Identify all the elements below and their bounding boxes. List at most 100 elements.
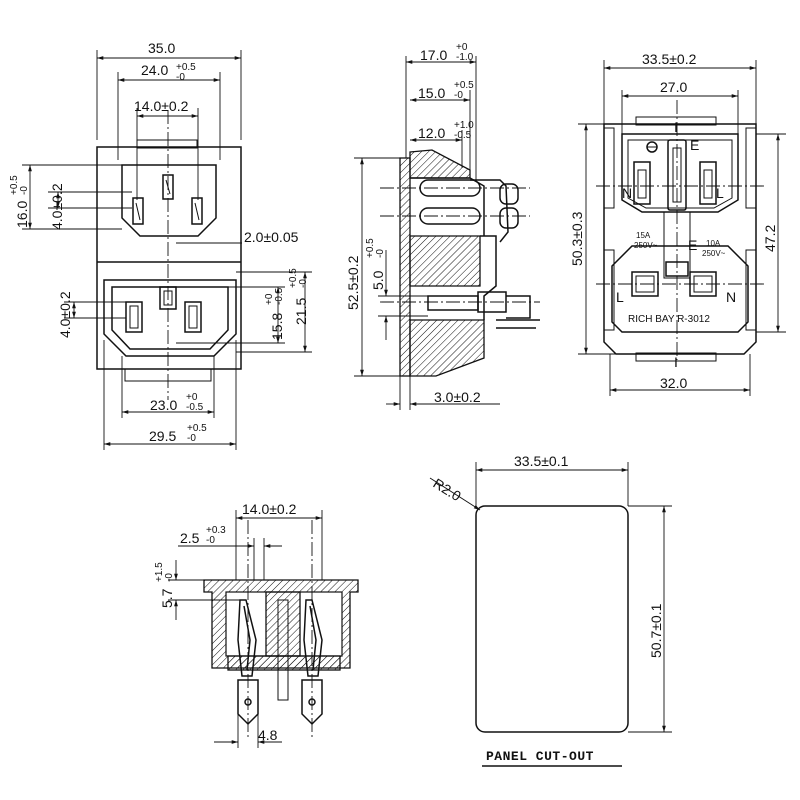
side-body-mid <box>409 235 481 287</box>
tol-upper: +0.5 <box>9 175 20 195</box>
rear-n-terminal-core <box>637 169 647 199</box>
tol-lower: -0 <box>176 72 185 83</box>
label-n-bot: N <box>726 289 736 305</box>
lower-left-pin-core <box>129 305 139 329</box>
front-body-outline <box>96 146 242 370</box>
section-view: 14.0±0.2 2.5 +0.3 -0 5.7 +1.5 -0 4.8 <box>154 501 359 748</box>
label-250v-left: 250V~ <box>634 241 658 250</box>
section-center-wall <box>265 591 301 657</box>
slot-hatch <box>194 202 200 221</box>
section-base <box>227 655 341 671</box>
dim-cutout-radius: R2.0 <box>430 475 464 504</box>
tol-upper: +0 <box>456 42 468 53</box>
lower-left-pin <box>125 301 143 333</box>
tol-lower: -0 <box>298 279 309 288</box>
tol-upper: +0.5 <box>365 238 376 258</box>
dim-depth3: 12.0 <box>418 125 445 141</box>
label-e-bot: E <box>688 237 697 253</box>
tol-lower: -0.5 <box>454 130 472 141</box>
rear-upper-socket-inner <box>627 139 733 209</box>
dim-lower-w2: 29.5 <box>149 428 176 444</box>
label-l-bot: L <box>616 289 624 305</box>
rear-top-tab <box>635 116 717 126</box>
dim-pin-thickness: 2.0±0.05 <box>244 229 299 245</box>
lower-pin-side <box>427 295 479 311</box>
panel-cutout-caption: PANEL CUT-OUT <box>486 749 594 764</box>
tol-lower: -0 <box>164 573 175 582</box>
dim-depth2: 15.0 <box>418 85 445 101</box>
dim-section-offset: 2.5 <box>180 530 200 546</box>
upper-terminal-head <box>499 207 519 229</box>
dim-cutout-width: 33.5±0.1 <box>514 453 569 469</box>
tol-upper: +0 <box>264 293 275 305</box>
lower-right-pin <box>184 301 202 333</box>
dim-lower-h1: 15.8 <box>269 313 285 340</box>
cutout-rectangle <box>475 505 629 733</box>
rear-bottom-tab <box>635 352 717 362</box>
side-body-outline <box>480 235 497 320</box>
lower-right-pin-core <box>188 305 198 329</box>
dim-depth1: 17.0 <box>420 47 447 63</box>
dim-flange: 3.0±0.2 <box>434 389 481 405</box>
dim-rear-inner-width: 27.0 <box>660 79 687 95</box>
lower-inlet-inner <box>111 286 229 350</box>
dim-section-height: 5.7 <box>159 588 175 608</box>
label-250v-right: 250V~ <box>702 249 726 258</box>
dim-small: 5.0 <box>370 270 386 290</box>
tol-upper: +0.3 <box>206 525 226 536</box>
tol-upper: +0.5 <box>176 62 196 73</box>
tol-upper: +1.5 <box>154 562 165 582</box>
side-view: 17.0 +0 -1.0 15.0 +0.5 -0 12.0 +1.0 -0.5… <box>345 42 540 410</box>
label-n-top: N <box>622 185 632 201</box>
dim-section-terminal: 4.8 <box>258 727 278 743</box>
tol-lower: -0 <box>375 249 386 258</box>
tol-lower: -0 <box>206 535 215 546</box>
upper-terminal-head <box>499 183 519 205</box>
upper-right-slot <box>191 197 203 225</box>
tol-lower: -0 <box>19 186 30 195</box>
label-e-top: E <box>690 137 699 153</box>
brand-label: RICH BAY R-3012 <box>628 314 710 325</box>
left-contact <box>237 599 257 677</box>
radius-leader <box>429 477 481 511</box>
dim-width-total: 35.0 <box>148 40 175 56</box>
dim-section-pin-spacing: 14.0±0.2 <box>242 501 297 517</box>
dim-rear-height-total: 50.3±0.3 <box>569 211 585 266</box>
upper-terminal <box>470 179 509 243</box>
center-pin <box>277 599 289 701</box>
rear-side-clip-right <box>745 249 757 331</box>
label-15a: 15A <box>636 231 651 240</box>
rear-side-clip-left <box>603 249 615 331</box>
right-terminal-tab <box>301 679 323 726</box>
label-l-top: L <box>716 185 724 201</box>
rear-view: E N L E 15A 250V~ 10A 250V~ L N RICH BAY… <box>569 51 786 396</box>
label-10a: 10A <box>706 239 721 248</box>
lower-terminal <box>506 295 531 319</box>
dim-left-pin: 4.0±0.2 <box>49 183 65 230</box>
dim-left-height: 16.0 <box>14 201 30 228</box>
upper-socket-face <box>121 164 217 237</box>
tol-lower: -0 <box>454 90 463 101</box>
slot-hatch <box>135 202 141 221</box>
upper-left-slot <box>132 197 144 225</box>
dim-pin-spacing: 14.0±0.2 <box>134 98 189 114</box>
dim-rear-height-right: 47.2 <box>762 225 778 252</box>
rear-l-terminal-core <box>703 169 713 199</box>
tol-lower: -0.5 <box>274 287 285 305</box>
tol-upper: +0.5 <box>187 423 207 434</box>
side-body-top <box>409 149 471 179</box>
tol-lower: -0.5 <box>186 402 204 413</box>
side-flange <box>399 157 411 377</box>
dim-rear-bottom-width: 32.0 <box>660 375 687 391</box>
center-mark-bot: I <box>674 354 678 370</box>
side-body-bottom <box>409 319 485 377</box>
tol-lower: -0 <box>187 433 196 444</box>
rear-side-clip-right <box>745 127 757 209</box>
tol-lower: -1.0 <box>456 52 474 63</box>
rear-l-terminal <box>699 161 717 205</box>
tol-upper: +1.0 <box>454 120 474 131</box>
dim-height: 52.5±0.2 <box>345 255 361 310</box>
left-terminal-tab <box>237 679 259 726</box>
